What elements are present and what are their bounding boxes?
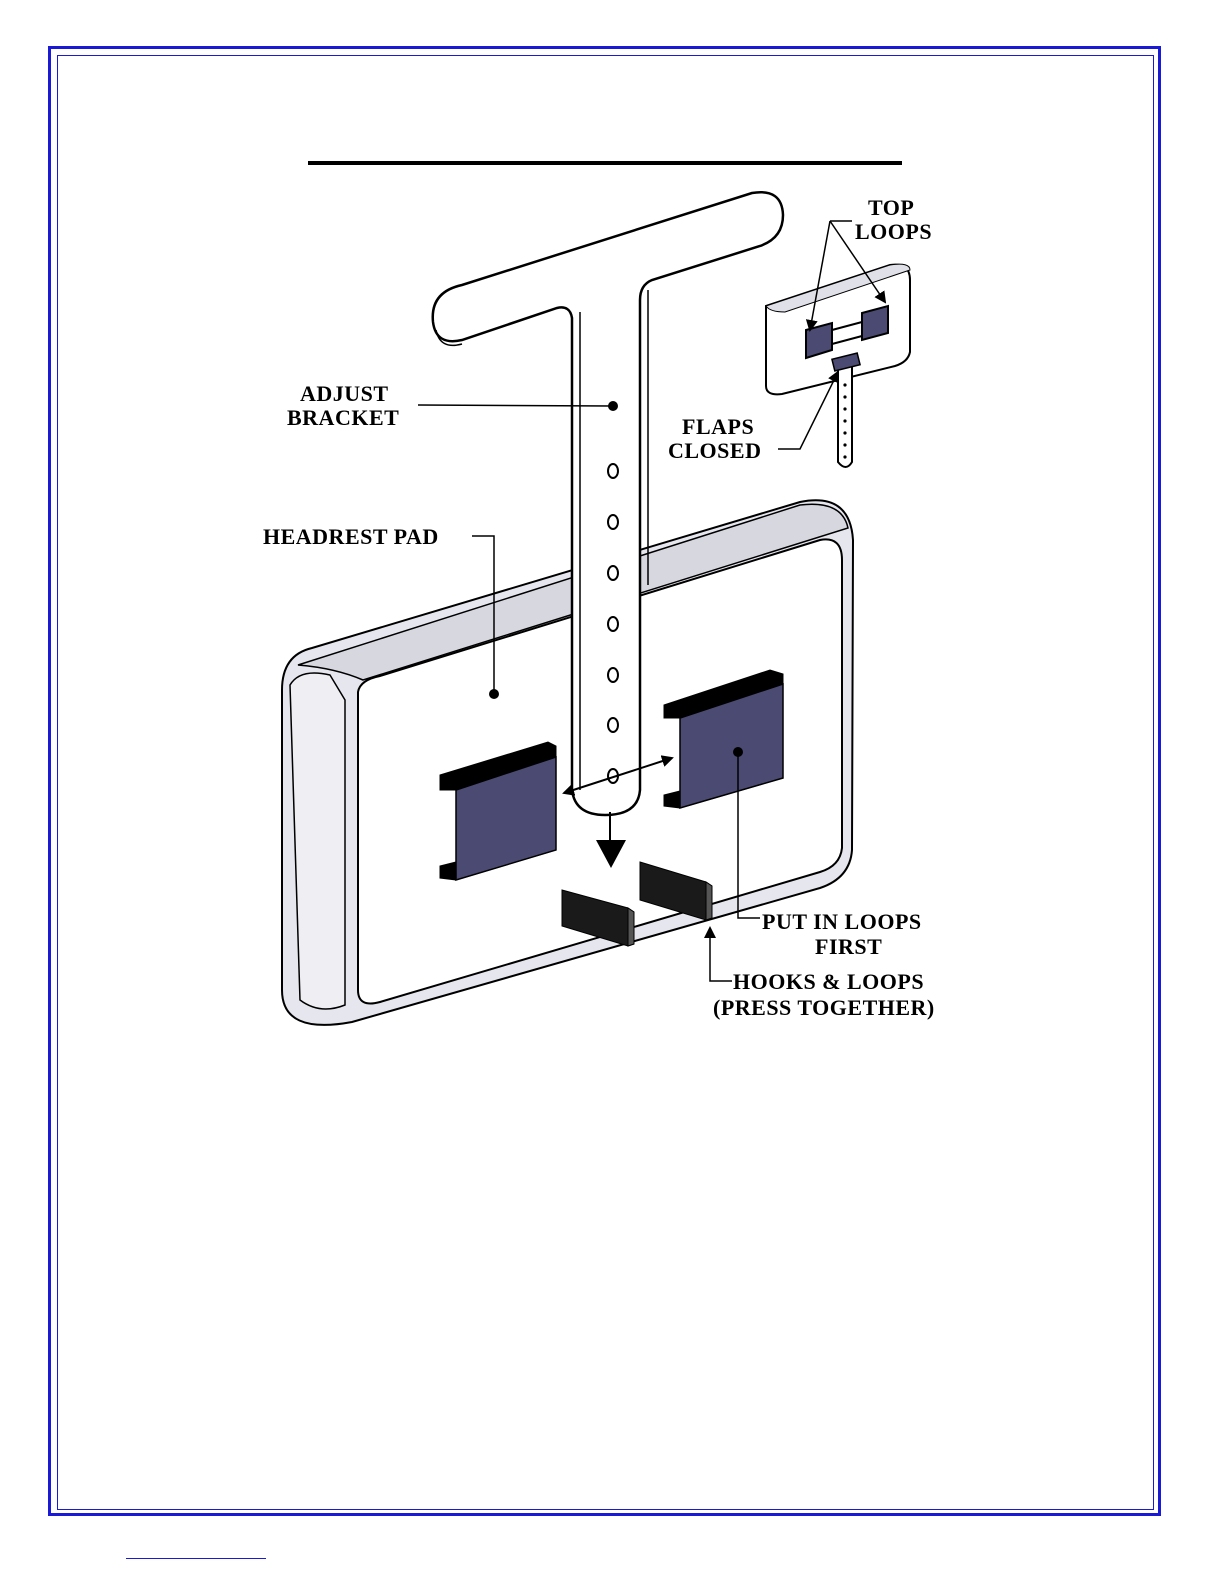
- inset-detail: [766, 264, 910, 467]
- label-top-loops-line1: TOP: [868, 195, 914, 220]
- label-flaps-closed-line1: FLAPS: [682, 414, 754, 439]
- label-hooks-loops-line1: HOOKS & LOOPS: [733, 969, 924, 994]
- label-top-loops-line2: LOOPS: [855, 219, 932, 244]
- label-adjust-bracket-line1: ADJUST: [300, 381, 389, 406]
- label-put-in-loops-line1: PUT IN LOOPS: [762, 909, 922, 934]
- label-adjust-bracket-line2: BRACKET: [287, 405, 399, 430]
- label-hooks-loops-line2: (PRESS TOGETHER): [713, 995, 935, 1020]
- label-flaps-closed-line2: CLOSED: [668, 438, 761, 463]
- label-headrest-pad: HEADREST PAD: [263, 524, 439, 549]
- label-put-in-loops-line2: FIRST: [815, 934, 882, 959]
